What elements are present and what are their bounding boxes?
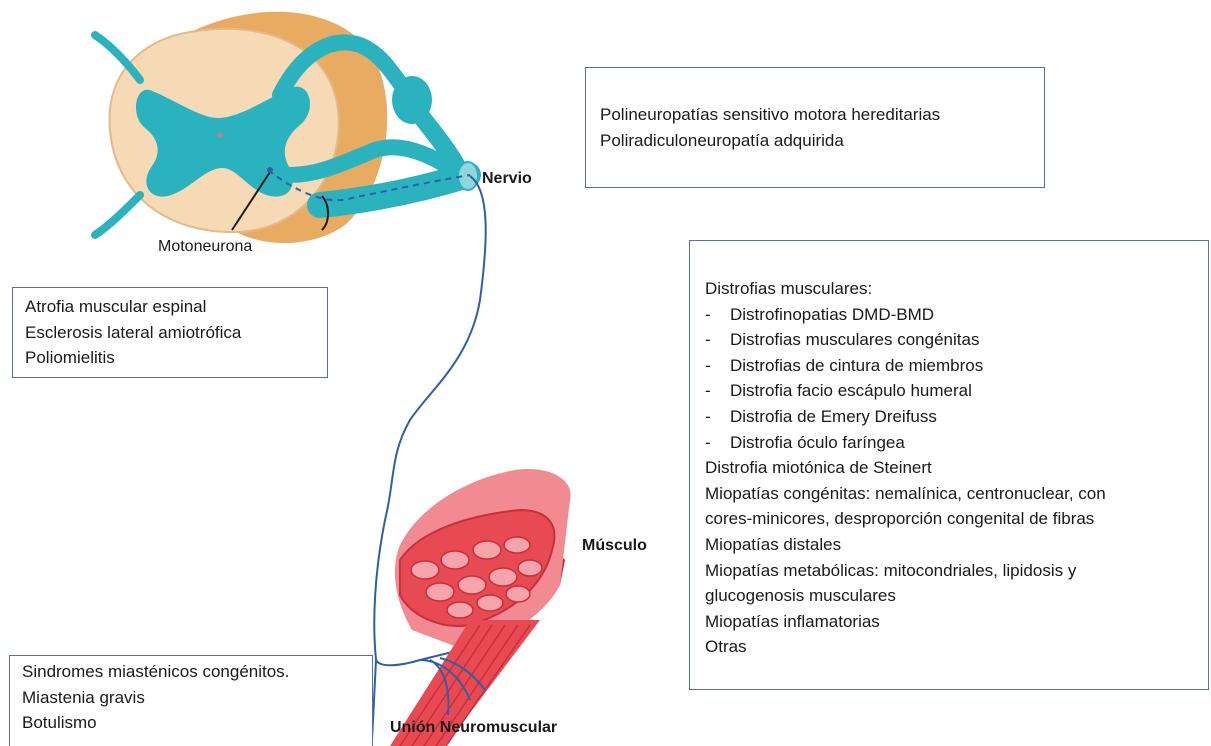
nmj-disease-item: Miastenia gravis [22, 685, 372, 711]
nmj-diseases-box: Sindromes miasténicos congénitos. Miaste… [9, 655, 373, 746]
bullet-dash: - [705, 404, 730, 430]
bullet-dash: - [705, 378, 730, 404]
bullet-dash: - [705, 302, 730, 328]
muscle-box-heading: Distrofias musculares: [705, 276, 1208, 302]
spinal-cord-illustration [95, 12, 478, 243]
nmj-label: Unión Neuromuscular [390, 719, 557, 737]
motoneuron-disease-item: Atrofia muscular espinal [25, 294, 327, 320]
bullet-dash: - [705, 430, 730, 456]
muscle-disease-item: cores-minicores, desproporción congenita… [705, 506, 1208, 532]
dystrophy-item: -Distrofias musculares congénitas [705, 327, 1208, 353]
muscle-label: Músculo [582, 537, 647, 555]
motoneuron-diseases-box: Atrofia muscular espinal Esclerosis late… [12, 287, 328, 378]
dystrophy-item: -Distrofia óculo faríngea [705, 430, 1208, 456]
nerve-disease-item: Polineuropatías sensitivo motora heredit… [600, 102, 1044, 128]
nmj-disease-item: Sindromes miasténicos congénitos. [22, 659, 372, 685]
nerve-disease-item: Poliradiculoneuropatía adquirida [600, 128, 1044, 154]
muscle-disease-item: Otras [705, 634, 1208, 660]
motoneuron-disease-item: Esclerosis lateral amiotrófica [25, 320, 327, 346]
dystrophy-item: -Distrofia facio escápulo humeral [705, 378, 1208, 404]
bullet-dash: - [705, 353, 730, 379]
nerve-label: Nervio [482, 170, 532, 188]
muscle-disease-item: Miopatías congénitas: nemalínica, centro… [705, 481, 1208, 507]
muscle-disease-item: Miopatías metabólicas: mitocondriales, l… [705, 558, 1208, 584]
muscle-disease-item: Miopatías inflamatorias [705, 609, 1208, 635]
muscle-illustration [390, 469, 571, 746]
nmj-disease-item: Botulismo [22, 710, 372, 736]
motoneuron-disease-item: Poliomielitis [25, 345, 327, 371]
dystrophy-item: -Distrofias de cintura de miembros [705, 353, 1208, 379]
dystrophy-item: -Distrofia de Emery Dreifuss [705, 404, 1208, 430]
bullet-dash: - [705, 327, 730, 353]
muscle-disease-item: Miopatías distales [705, 532, 1208, 558]
dystrophy-item: -Distrofinopatias DMD-BMD [705, 302, 1208, 328]
muscle-disease-item: Distrofia miotónica de Steinert [705, 455, 1208, 481]
nerve-diseases-box: Polineuropatías sensitivo motora heredit… [585, 67, 1045, 188]
muscle-disease-item: glucogenosis musculares [705, 583, 1208, 609]
muscle-diseases-box: Distrofias musculares: -Distrofinopatias… [689, 240, 1209, 690]
motoneuron-label: Motoneurona [158, 238, 252, 256]
